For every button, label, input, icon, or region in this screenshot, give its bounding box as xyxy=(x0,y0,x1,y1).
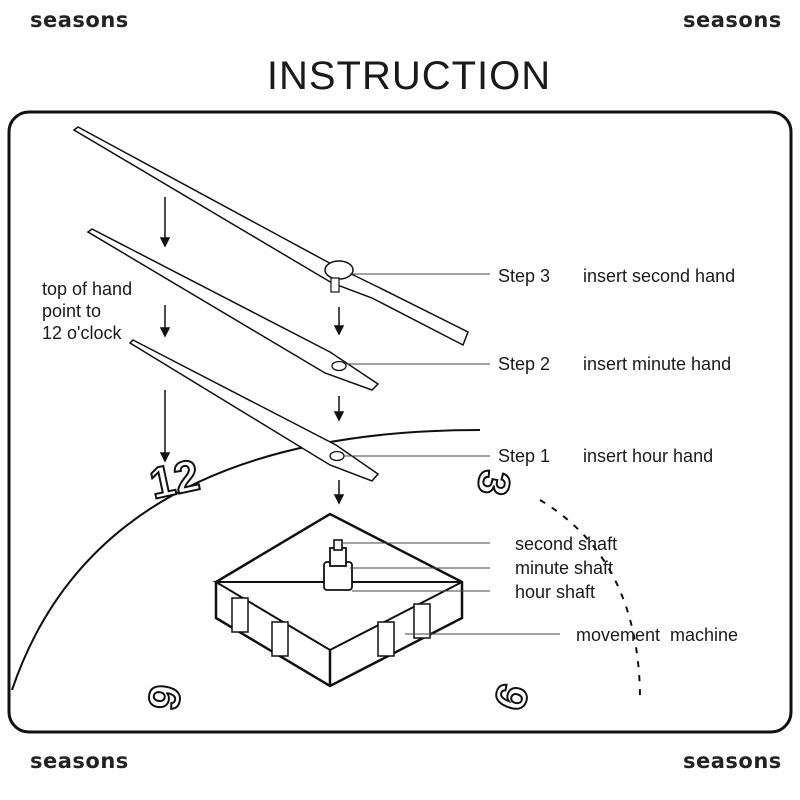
clock-face-arc xyxy=(11,429,481,691)
hour-shaft-label: hour shaft xyxy=(515,582,595,602)
hour-hand xyxy=(128,339,380,482)
step-2-action: insert minute hand xyxy=(583,354,731,374)
minute-hand xyxy=(86,228,380,391)
step-3-action: insert second hand xyxy=(583,266,735,286)
dial-number-12: 12 xyxy=(146,451,204,509)
step-3-label: Step 3 xyxy=(498,266,550,286)
step-1-label: Step 1 xyxy=(498,446,550,466)
watermark-bottom-right: seasons xyxy=(683,749,782,773)
assembly-arrows xyxy=(159,197,345,505)
note-line-3: 12 o'clock xyxy=(42,323,122,343)
diagram-frame xyxy=(7,110,793,734)
movement-machine-label: movement machine xyxy=(576,625,738,645)
note-line-2: point to xyxy=(42,301,101,321)
watermark-bottom-left: seasons xyxy=(30,749,129,773)
watermark-top-left: seasons xyxy=(30,8,129,32)
leader-lines xyxy=(342,273,560,635)
page-title: INSTRUCTION xyxy=(266,54,552,98)
dial-number-3: 3 xyxy=(467,466,520,499)
second-shaft-label: second shaft xyxy=(515,534,617,554)
watermark-top-right: seasons xyxy=(683,8,782,32)
step-1-action: insert hour hand xyxy=(583,446,713,466)
minute-shaft-label: minute shaft xyxy=(515,558,613,578)
clock-face-arc-dashed xyxy=(539,499,641,701)
dial-number-9: 9 xyxy=(139,681,192,714)
second-hand xyxy=(72,126,469,347)
movement-machine xyxy=(212,512,464,688)
dial-number-6: 6 xyxy=(485,677,539,717)
step-2-label: Step 2 xyxy=(498,354,550,374)
note-line-1: top of hand xyxy=(42,279,132,299)
